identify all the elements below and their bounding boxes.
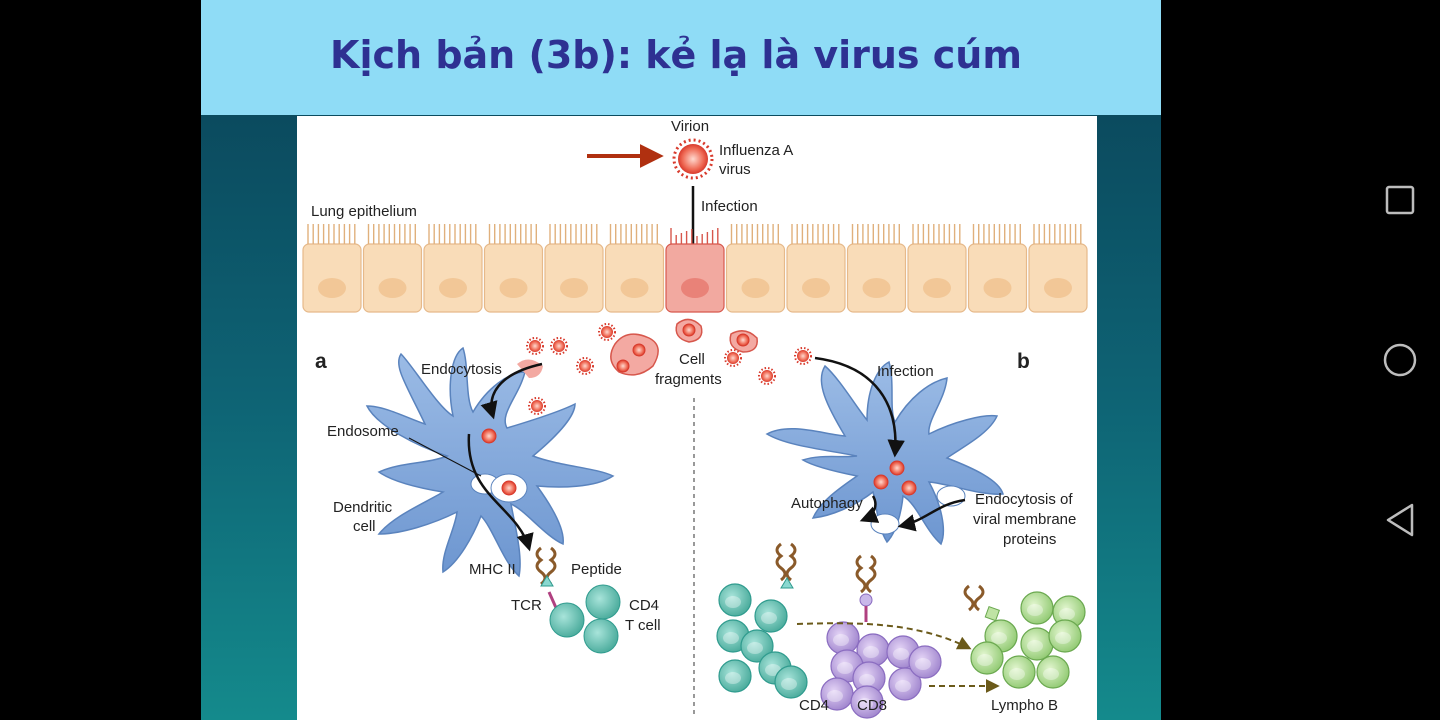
virion-particle (528, 397, 546, 415)
lymphocyte-cell (888, 667, 922, 701)
diagram-figure: Virion Influenza A virus Infection Lung … (297, 116, 1097, 720)
epithelial-cell (907, 224, 967, 313)
epithelial-cell (967, 224, 1028, 313)
lung-epithelium (302, 224, 1088, 313)
lymphocyte-cell (970, 641, 1004, 675)
label-virion: Virion (671, 118, 709, 135)
back-button[interactable] (1380, 500, 1420, 540)
virion-particle (550, 337, 568, 355)
lymphocyte-cell (740, 629, 774, 663)
label-infection-top: Infection (701, 198, 758, 215)
lymphocyte-cell (1002, 655, 1036, 689)
slide-title: Kịch bản (3b): kẻ lạ là virus cúm (330, 33, 1022, 77)
lymphocyte-cell (1036, 655, 1070, 689)
cd4-t-cells-a (549, 584, 621, 654)
circle-icon (1383, 343, 1417, 377)
label-mhc-ii: MHC II (469, 561, 516, 578)
slide: Kịch bản (3b): kẻ lạ là virus cúm (201, 0, 1161, 720)
label-autophagy: Autophagy (791, 495, 863, 512)
epithelial-cell (1028, 224, 1088, 313)
virion-particle (598, 323, 616, 341)
dendritic-cell-b (765, 360, 1004, 546)
label-cd8-b: CD8 (857, 697, 887, 714)
virion-particle (724, 349, 742, 367)
epithelial-cell (604, 224, 665, 313)
android-nav-bar (1360, 0, 1440, 720)
recent-apps-button[interactable] (1380, 180, 1420, 220)
epithelial-cell (786, 224, 846, 313)
epithelial-cell (423, 224, 483, 313)
lymphocyte-cell (1020, 627, 1054, 661)
lymphocyte-cell (754, 599, 788, 633)
label-cell: Cell (679, 351, 705, 368)
label-lung-epithelium: Lung epithelium (311, 203, 417, 220)
epithelial-cell (665, 228, 725, 313)
lymphocyte-cell (718, 659, 752, 693)
label-t-cell: T cell (625, 617, 661, 634)
label-infection-b: Infection (877, 363, 934, 380)
label-fragments: fragments (655, 371, 722, 388)
virion-particle (576, 357, 594, 375)
lymphocyte-cell (820, 677, 854, 711)
epithelial-cell (302, 224, 362, 313)
label-influenza-virus: virus (719, 161, 751, 178)
mhc-complex-a (535, 546, 559, 611)
panel-a-label: a (315, 350, 327, 373)
title-bar: Kịch bản (3b): kẻ lạ là virus cúm (201, 0, 1161, 115)
label-proteins: proteins (1003, 531, 1056, 548)
epithelial-cell (362, 224, 423, 313)
epithelial-cell (725, 224, 786, 313)
epithelial-cell (544, 224, 604, 313)
epithelial-cell (483, 224, 544, 313)
label-dendritic-cell: cell (353, 518, 376, 535)
mhc-complexes-b (775, 542, 1013, 635)
label-lympho-b: Lympho B (991, 697, 1058, 714)
lymphocyte-cell (850, 685, 884, 719)
virion-particle (526, 337, 544, 355)
panel-b-label: b (1017, 350, 1030, 373)
label-endocytosis-viral: Endocytosis of (975, 491, 1073, 508)
cell-fragments (610, 318, 758, 376)
label-cd4-a: CD4 (629, 597, 659, 614)
label-cd4-b: CD4 (799, 697, 829, 714)
label-tcr: TCR (511, 597, 542, 614)
label-peptide: Peptide (571, 561, 622, 578)
label-endocytosis: Endocytosis (421, 361, 502, 378)
lymphocyte-cell (774, 665, 808, 699)
label-viral-membrane: viral membrane (973, 511, 1076, 528)
label-influenza: Influenza A (719, 142, 793, 159)
lymphocyte-clusters-b (716, 583, 1086, 719)
free-virions (526, 323, 812, 415)
triangle-back-icon (1386, 503, 1414, 537)
label-endosome: Endosome (327, 423, 399, 440)
diagram-svg: Virion Influenza A virus Infection Lung … (302, 118, 1088, 719)
lymphocyte-cell (718, 583, 752, 617)
label-dendritic: Dendritic (333, 499, 393, 516)
virion-particle (794, 347, 812, 365)
lymphocyte-cell (1020, 591, 1054, 625)
lymphocyte-cell (1048, 619, 1082, 653)
square-icon (1385, 185, 1415, 215)
dendritic-cell-a (365, 346, 615, 578)
lymphocyte-cell (908, 645, 942, 679)
virion-icon (672, 138, 714, 180)
virion-particle (758, 367, 776, 385)
epithelial-cell (846, 224, 907, 313)
lymphocyte-cell (826, 621, 860, 655)
home-button[interactable] (1380, 340, 1420, 380)
